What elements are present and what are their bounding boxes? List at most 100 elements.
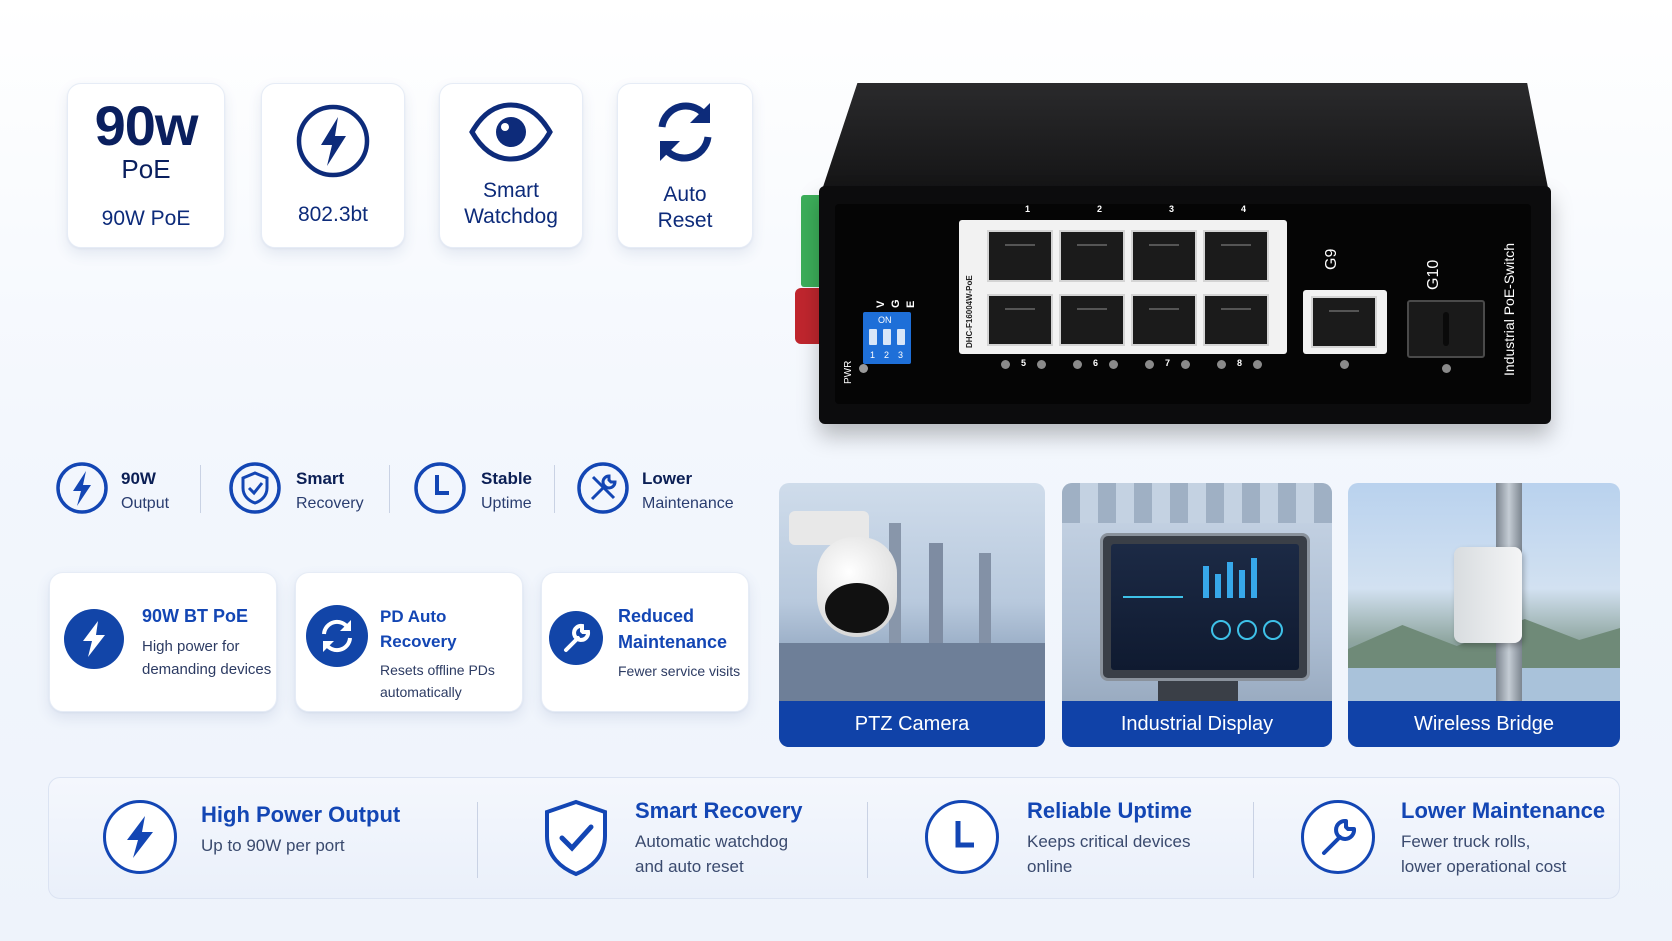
bottom-sub-line: and auto reset (635, 856, 744, 876)
photo-ptz-camera: PTZ Camera (779, 483, 1045, 747)
port-led (1145, 360, 1154, 369)
bottom-sub: Automatic watchdog and auto reset (635, 830, 803, 879)
refresh-icon (650, 97, 720, 172)
switch-top (821, 83, 1549, 193)
lightning-icon (64, 609, 124, 669)
photo-caption: PTZ Camera (779, 701, 1045, 747)
dip-toggle[interactable] (883, 329, 891, 345)
card-sub-line: Resets offline PDs (380, 662, 495, 679)
tile-caption: Smart Watchdog (464, 178, 558, 231)
port-led (1109, 360, 1118, 369)
display-screen (1111, 544, 1299, 670)
rj45-port-3[interactable] (1131, 230, 1197, 282)
shield-check-icon (228, 461, 282, 520)
power-connector (795, 288, 823, 344)
divider (389, 465, 390, 513)
dip-letter: G (890, 299, 902, 308)
tools-icon (576, 461, 630, 520)
card-title: 90W BT PoE (142, 606, 249, 626)
port-number: 3 (1169, 204, 1175, 214)
rj45-port-2[interactable] (1059, 230, 1125, 282)
g9-port-block (1303, 290, 1387, 354)
tile-big-value: 90w (94, 93, 199, 157)
refinery-base (779, 643, 1045, 703)
card-pd-auto-recovery: PD Auto Recovery Resets offline PDs auto… (295, 572, 523, 712)
feature-stable-uptime: Stable Uptime (413, 461, 532, 520)
rj45-port-5[interactable] (987, 294, 1053, 346)
tile-caption-line: Smart (482, 178, 539, 202)
dip-toggle[interactable] (869, 329, 877, 345)
photo-caption: Wireless Bridge (1348, 701, 1620, 747)
photo-wireless-bridge: Wireless Bridge (1348, 483, 1620, 747)
wrench-icon (549, 611, 603, 665)
port-number: 1 (1025, 204, 1031, 214)
switch-front-panel: PWR V G E ON 1 2 3 DHC-F16004W-PoE (819, 186, 1551, 424)
pwr-led (859, 364, 868, 373)
shield-check-icon (541, 798, 611, 883)
card-sub-line: High power for (142, 638, 240, 656)
wrench-icon (1301, 800, 1375, 874)
feature-90w-output: 90W Output (55, 461, 169, 520)
tile-big-unit: PoE (121, 153, 171, 184)
card-title-line: Reduced (618, 606, 695, 626)
card-title: Reduced Maintenance (618, 603, 740, 655)
card-title-line: Maintenance (618, 632, 728, 653)
dip-number: 1 (870, 350, 876, 360)
pwr-label: PWR (843, 360, 854, 384)
g9-label: G9 (1323, 248, 1340, 270)
photo-industrial-display: Industrial Display (1062, 483, 1332, 747)
feature-line2: Uptime (481, 494, 532, 512)
feature-line1: Lower (642, 468, 693, 488)
rj45-port-1[interactable] (987, 230, 1053, 282)
switch-side-label: Industrial PoE-Switch (1501, 242, 1517, 376)
tile-smart-watchdog: Smart Watchdog (439, 83, 583, 248)
poe-port-block: DHC-F16004W-PoE (959, 220, 1287, 354)
rj45-port-6[interactable] (1059, 294, 1125, 346)
tile-caption: 90W PoE (101, 206, 191, 230)
dip-letter: E (905, 300, 917, 308)
sfp-port-g10[interactable] (1407, 300, 1485, 358)
tile-caption-line: Watchdog (464, 205, 558, 228)
rj45-port-g9[interactable] (1311, 296, 1377, 348)
card-90w-bt-poe: 90W BT PoE High power for demanding devi… (49, 572, 277, 712)
feature-smart-recovery: Smart Recovery (228, 461, 364, 520)
bottom-sub-line: online (1027, 856, 1073, 876)
port-led (1253, 360, 1262, 369)
bottom-sub-line: Keeps critical devices (1027, 832, 1191, 851)
card-sub-line: automatically (380, 683, 462, 700)
dip-letter: V (875, 300, 887, 308)
tile-caption: 802.3bt (297, 202, 369, 226)
clock-icon (413, 461, 467, 520)
dip-switch[interactable]: ON 1 2 3 (863, 312, 911, 364)
feature-line2: Output (121, 494, 170, 512)
card-sub: Resets offline PDs automatically (380, 660, 522, 703)
model-label: DHC-F16004W-PoE (965, 275, 974, 348)
feature-line1: 90W (121, 468, 156, 488)
lightning-icon (103, 800, 177, 874)
port-number: 4 (1241, 204, 1247, 214)
bottom-sub-line: Automatic watchdog (635, 832, 789, 851)
rj45-port-7[interactable] (1131, 294, 1197, 346)
card-sub: Fewer service visits (618, 663, 741, 680)
port-number: 2 (1097, 204, 1103, 214)
rj45-port-4[interactable] (1203, 230, 1269, 282)
card-title: PD Auto Recovery (380, 607, 457, 651)
bottom-sub: Keeps critical devices online (1027, 830, 1192, 879)
tile-802-3bt: 802.3bt (261, 83, 405, 248)
bottom-feature-bar: High Power Output Up to 90W per port Sma… (48, 777, 1620, 899)
card-sub: High power for demanding devices (142, 635, 271, 682)
eye-icon (468, 101, 554, 168)
tile-90w-poe: 90w PoE 90W PoE (67, 83, 225, 248)
feature-lower-maintenance: Lower Maintenance (576, 461, 734, 520)
bottom-sub-line: lower operational cost (1401, 856, 1567, 876)
feature-line1: Smart (296, 468, 345, 488)
port-number: 8 (1237, 358, 1243, 368)
rj45-port-8[interactable] (1203, 294, 1269, 346)
dip-on-label: ON (878, 315, 892, 325)
divider (200, 465, 201, 513)
bottom-sub: Fewer truck rolls, lower operational cos… (1401, 830, 1605, 879)
dip-toggle[interactable] (897, 329, 905, 345)
g10-label: G10 (1425, 259, 1442, 290)
card-sub-line: demanding devices (142, 661, 272, 679)
bottom-title: Smart Recovery (635, 798, 803, 823)
